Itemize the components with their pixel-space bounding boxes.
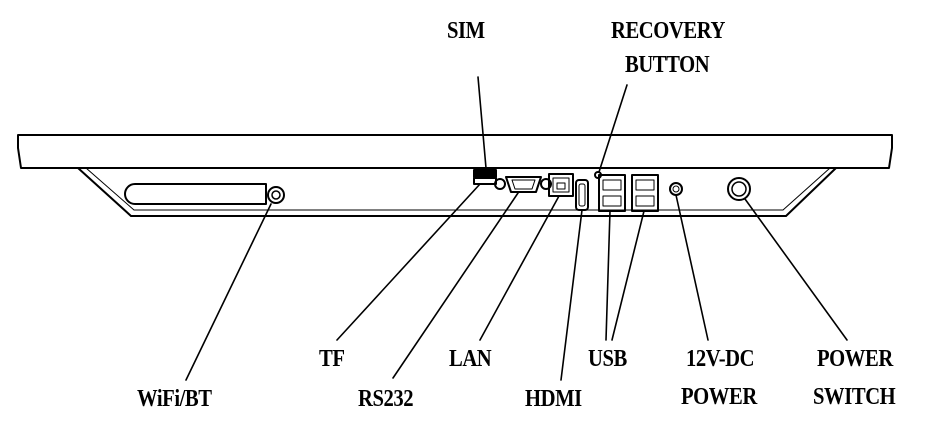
device-housing-inner-edge	[85, 167, 831, 211]
label-power-line2: SWITCH	[813, 384, 896, 410]
sim-tf-slot	[473, 169, 497, 185]
label-usb: USB	[588, 346, 627, 372]
label-sim: SIM	[447, 18, 485, 44]
label-lan: LAN	[449, 346, 492, 372]
leader-sim	[477, 76, 487, 169]
leader-tf	[336, 183, 481, 341]
leader-usb-b	[611, 210, 645, 341]
leader-power	[744, 198, 848, 341]
label-rs232: RS232	[358, 386, 414, 412]
label-dc-line2: POWER	[681, 384, 757, 410]
lan-port	[548, 173, 574, 197]
rs232-port	[494, 176, 552, 193]
label-tf: TF	[319, 346, 345, 372]
label-recovery-line1: RECOVERY	[611, 18, 725, 44]
power-switch	[727, 177, 751, 201]
usb-stack-2	[631, 174, 659, 212]
label-dc-line1: 12V-DC	[686, 346, 755, 372]
leader-usb-a	[605, 210, 611, 341]
leader-rs232	[392, 192, 519, 379]
device-lower-housing	[77, 167, 837, 217]
leader-lan	[479, 195, 560, 341]
leader-lines	[185, 76, 848, 381]
device-top-panel	[17, 134, 893, 169]
label-power-line1: POWER	[817, 346, 893, 372]
leader-dc	[675, 194, 709, 341]
hdmi-port	[575, 179, 589, 211]
leader-hdmi	[560, 209, 583, 381]
usb-stack-1	[598, 174, 626, 212]
label-hdmi: HDMI	[525, 386, 582, 412]
label-wifi-bt: WiFi/BT	[137, 386, 212, 412]
leader-wifi-bt	[185, 203, 272, 381]
wifi-antenna-slot	[124, 183, 285, 205]
leader-recovery	[598, 84, 628, 173]
dc-power-jack	[669, 182, 683, 196]
label-recovery-line2: BUTTON	[625, 52, 710, 78]
